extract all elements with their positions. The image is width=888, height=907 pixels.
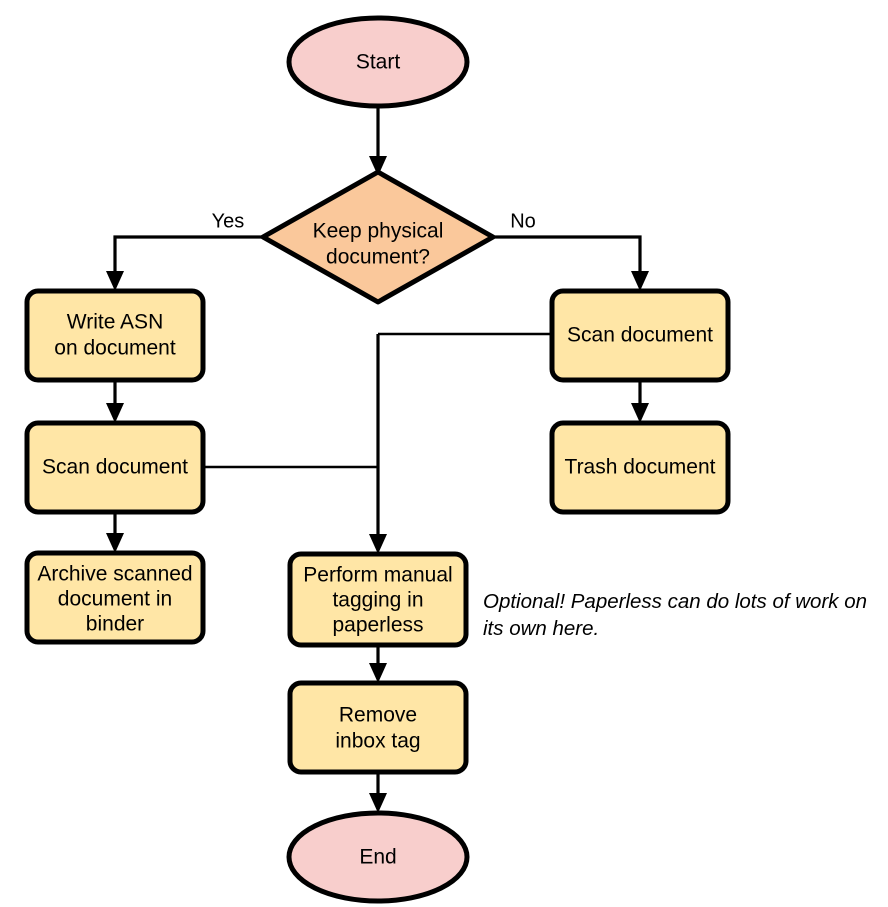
node-decision-keep-physical-document[interactable]: Keep physical document? <box>260 169 496 305</box>
manual-tagging-label-line3: paperless <box>332 614 423 637</box>
decision-label-line1: Keep physical <box>313 220 444 243</box>
archive-label-line2: document in <box>58 588 172 611</box>
node-archive-scanned-document[interactable]: Archive scanned document in binder <box>24 550 206 645</box>
node-remove-inbox-tag[interactable]: Remove inbox tag <box>287 680 469 775</box>
node-end[interactable]: End <box>286 810 470 904</box>
archive-box-shape <box>24 550 206 645</box>
manual-tagging-label-line1: Perform manual <box>303 564 452 587</box>
node-trash-document[interactable]: Trash document <box>549 420 731 515</box>
remove-inbox-label-line1: Remove <box>339 704 417 727</box>
scan-document-left-label: Scan document <box>42 456 188 479</box>
edge-removeinbox-to-end <box>369 772 387 813</box>
end-label: End <box>359 846 396 869</box>
archive-label-line1: Archive scanned <box>37 563 192 586</box>
decision-diamond-shape <box>260 169 496 305</box>
archive-label-line3: binder <box>86 613 144 636</box>
scan-document-left-box-shape <box>24 420 206 515</box>
node-start[interactable]: Start <box>286 15 470 109</box>
edge-label-no: No <box>510 210 536 232</box>
start-ellipse-shape <box>286 15 470 109</box>
write-asn-label-line2: on document <box>54 337 176 360</box>
edge-scanleft-to-archive <box>106 512 124 553</box>
edge-start-to-decision <box>369 106 387 176</box>
trash-document-box-shape <box>549 420 731 515</box>
node-scan-document-right[interactable]: Scan document <box>549 288 731 383</box>
write-asn-box-shape <box>24 288 206 383</box>
end-ellipse-shape <box>286 810 470 904</box>
node-write-asn-on-document[interactable]: Write ASN on document <box>24 288 206 383</box>
scan-document-right-box-shape <box>549 288 731 383</box>
remove-inbox-label-line2: inbox tag <box>335 730 420 753</box>
remove-inbox-tag-box-shape <box>287 680 469 775</box>
manual-tagging-box-shape <box>287 551 469 648</box>
node-perform-manual-tagging[interactable]: Perform manual tagging in paperless <box>287 551 469 648</box>
edge-manualtagging-to-removeinbox <box>369 645 387 683</box>
edge-decision-yes <box>106 235 263 291</box>
optional-note-text: Optional! Paperless can do lots of work … <box>483 590 873 640</box>
manual-tagging-label-line2: tagging in <box>332 589 423 612</box>
edge-decision-no <box>493 235 649 291</box>
write-asn-label-line1: Write ASN <box>67 311 163 334</box>
edge-scanright-to-trash <box>631 380 649 423</box>
trash-document-label: Trash document <box>565 456 716 479</box>
edge-trunk-to-manualtagging <box>369 334 387 554</box>
edge-label-yes: Yes <box>212 210 245 232</box>
scan-document-right-label: Scan document <box>567 324 713 347</box>
node-scan-document-left[interactable]: Scan document <box>24 420 206 515</box>
start-label: Start <box>356 51 401 74</box>
decision-label-line2: document? <box>326 246 430 269</box>
edge-writeasn-to-scanleft <box>106 380 124 423</box>
